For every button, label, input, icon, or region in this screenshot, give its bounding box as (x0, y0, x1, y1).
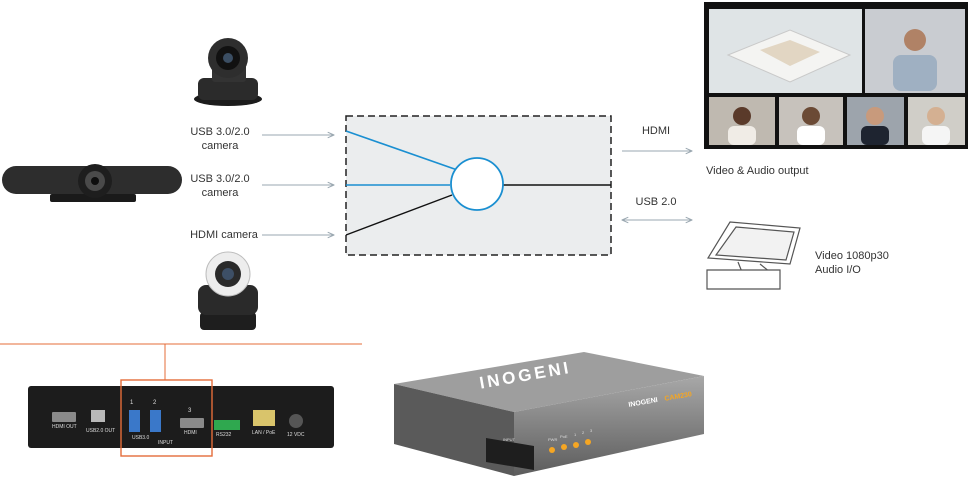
monitor-outline-icon (706, 221, 801, 290)
usb-output-caption: Video 1080p30 Audio I/O (815, 249, 925, 277)
device-front (394, 352, 704, 476)
usb-camera-2-line-1: USB 3.0/2.0 (190, 173, 250, 185)
rear-label-lan: LAN / PoE (252, 430, 276, 436)
rear-port-number-3: 3 (188, 408, 192, 414)
rear-port-number-1: 1 (130, 400, 134, 406)
rear-label-12vdc: 12 VDC (287, 432, 305, 438)
ptz-camera-icon (194, 38, 262, 106)
device-front-3-label: 3 (590, 428, 593, 433)
usb-caption-line-2: Audio I/O (815, 264, 861, 276)
rear-label-hdmi-out: HDMI OUT (52, 424, 77, 430)
usb-camera-2-label: USB 3.0/2.0 camera (180, 172, 260, 200)
input-highlight-box (120, 379, 213, 457)
device-front-pwr-label: PWR (548, 437, 558, 442)
display-screen-icon (704, 2, 968, 149)
hdmi-ptz-camera-icon (198, 251, 258, 330)
switch-box (345, 115, 612, 256)
device-front-poe-label: PoE (560, 434, 568, 439)
device-front-1-label: 1 (574, 432, 577, 437)
hdmi-link-label: HDMI (641, 125, 671, 137)
usb-camera-1-line-2: camera (201, 140, 239, 152)
usb-camera-2-line-2: camera (201, 187, 239, 199)
usb-link-label: USB 2.0 (635, 196, 677, 208)
conference-bar-camera-icon (2, 164, 182, 202)
rear-label-hdmi-in: HDMI (184, 430, 197, 436)
rear-panel (28, 379, 334, 457)
usb-caption-line-1: Video 1080p30 (815, 250, 889, 262)
video-audio-output-caption: Video & Audio output (706, 165, 809, 177)
device-front-2-label: 2 (582, 430, 585, 435)
hdmi-camera-label: HDMI camera (190, 229, 258, 241)
rear-label-usb3: USB3.0 (132, 435, 150, 441)
rear-label-rs232: RS232 (216, 432, 232, 438)
rear-label-input: INPUT (158, 440, 173, 446)
rear-label-usb-out: USB2.0 OUT (86, 428, 116, 434)
device-front-input-label: INPUT (503, 437, 515, 442)
usb-camera-1-label: USB 3.0/2.0 camera (180, 125, 260, 153)
rear-port-number-2: 2 (153, 400, 157, 406)
usb-camera-1-line-1: USB 3.0/2.0 (190, 126, 250, 138)
